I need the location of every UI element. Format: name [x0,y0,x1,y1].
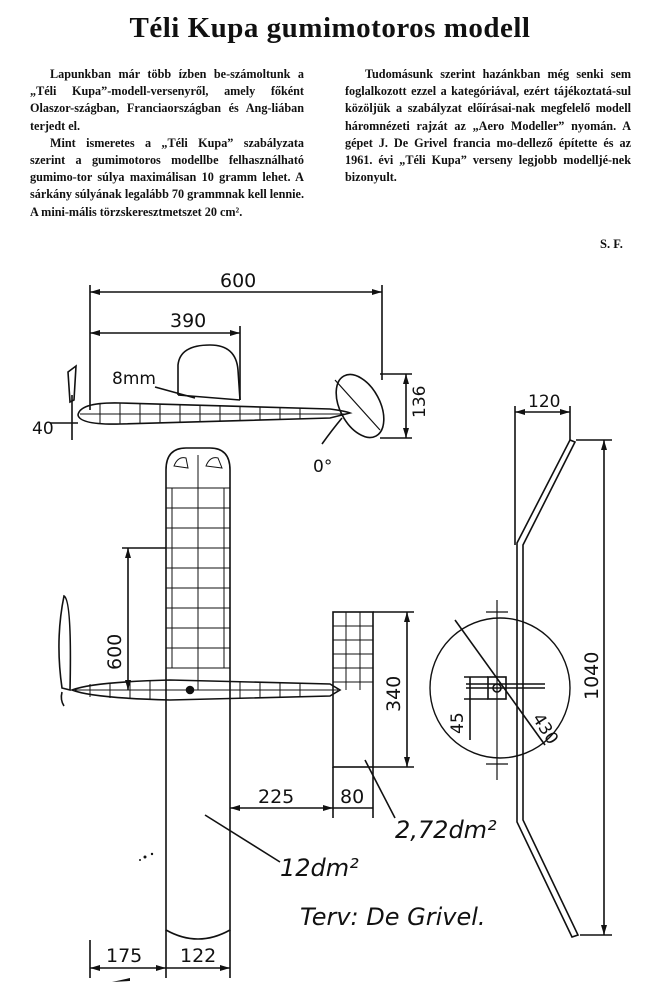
leader-line [204,814,281,863]
propeller-top [58,594,72,692]
right-paragraph-1: Tudomásunk szerint hazánkban még senki s… [345,67,631,185]
dim-height-label: 40 [32,419,54,439]
fuselage-top [69,679,342,701]
stab-ribs [333,612,373,690]
wing-front [516,438,580,938]
leader-line [364,759,396,819]
dim-span-label: 1040 [581,652,603,700]
dim-length-label: 600 [220,270,256,292]
dim-dihedral-label: 120 [528,392,560,412]
dim-wing-offset-label: 8mm [112,369,156,389]
dim-stab-span-label: 340 [383,676,405,712]
tail-fin [335,373,385,439]
propeller-side [67,364,77,404]
wing-side-profile [177,344,241,401]
dim-stab-chord-label: 80 [340,786,364,808]
fuselage-top-frames [75,681,338,699]
propeller-diameter-line [454,619,546,746]
dim-semispan-label: 600 [104,634,126,670]
article-title: Téli Kupa gumimotoros modell [129,12,531,44]
dim-nose-label: 175 [106,945,142,967]
print-specks [112,852,154,982]
cg-dot [185,685,195,695]
fuselage-side-frames [80,403,345,424]
propeller-top [60,691,65,707]
propeller-disc [429,617,571,759]
dim-chord-label: 122 [180,945,216,967]
side-view: 600 390 8mm [32,270,430,477]
left-paragraph-2: Mint ismeretes a „Téli Kupa” szabályzata… [30,135,304,219]
incidence-arc [321,417,343,445]
fin-chord-line [334,379,381,431]
dim-stab-area-label: 2,72dm² [395,816,497,844]
signature: S. F. [600,237,623,251]
wing-top [165,447,231,940]
left-column: Lapunkban már több ízben be-számoltunk a… [30,66,304,221]
dim-tail-height-label: 136 [410,386,430,418]
dim-fuselage-label: 45 [448,712,468,734]
designer-label: Terv: De Grivel. [300,903,486,931]
stabilizer [332,611,374,768]
dim-tail-arm-label: 225 [258,786,294,808]
front-view: 120 1040 430 45 [429,392,612,938]
right-column: Tudomásunk szerint hazánkban még senki s… [345,66,631,186]
wing-ribs [166,455,230,690]
dim-incidence-label: 0° [313,457,332,477]
leader-line [154,386,196,399]
dim-wing-area-label: 12dm² [280,854,359,882]
fuselage-side [77,402,353,425]
top-view: 600 340 225 80 12dm² 2,72dm² Terv: De Gr… [58,447,497,978]
dim-wing-pos-label: 390 [170,310,206,332]
left-paragraph-1: Lapunkban már több ízben be-számoltunk a… [30,67,304,133]
